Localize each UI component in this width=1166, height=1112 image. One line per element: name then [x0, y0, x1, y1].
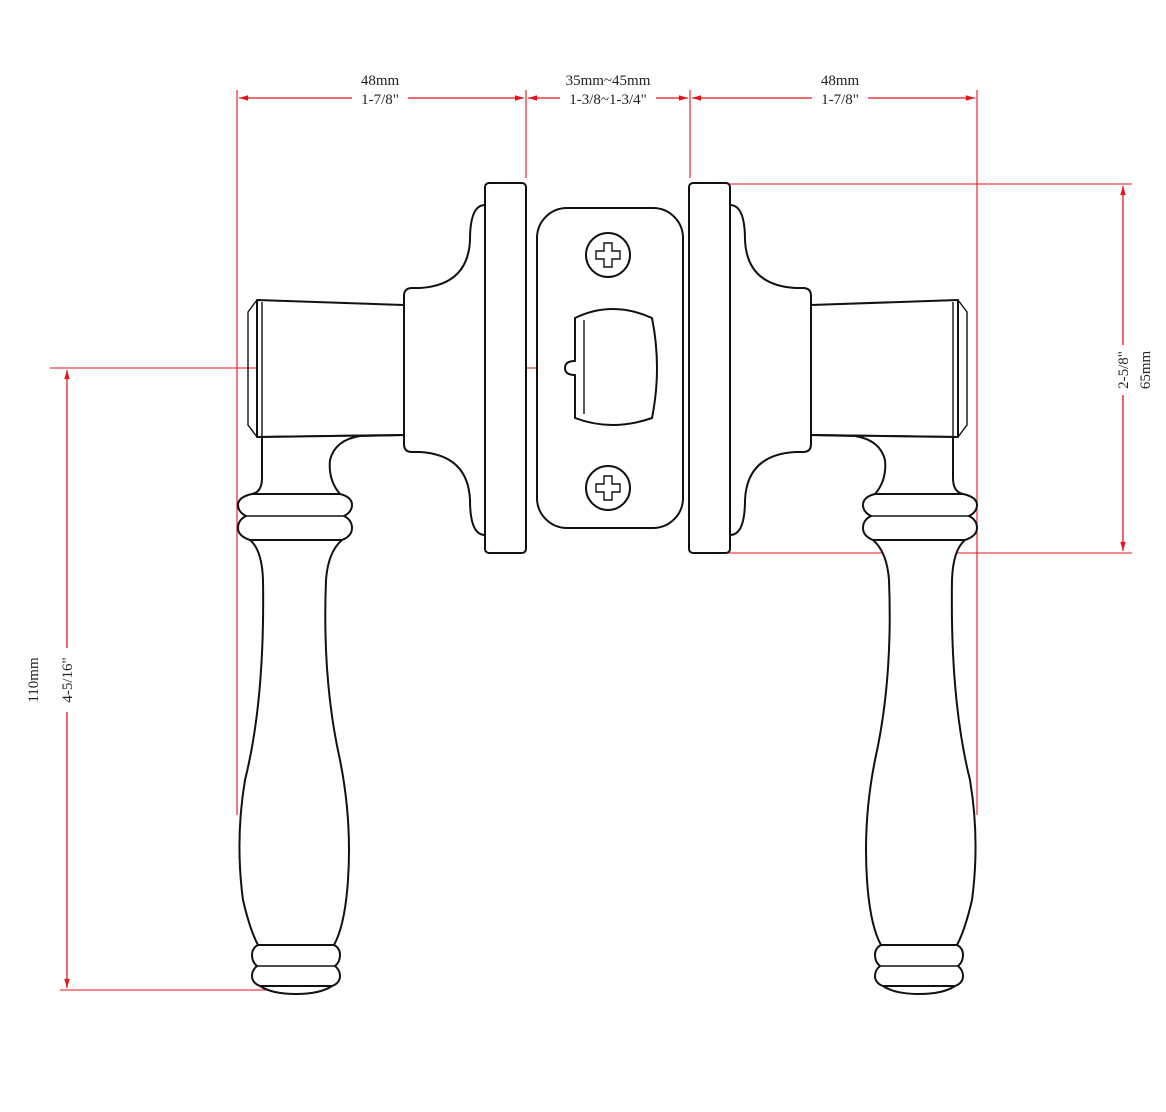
latch-faceplate [536, 207, 684, 529]
label-door-thickness-metric: 35mm~45mm [566, 73, 651, 89]
label-handle-length-imperial: 4-5/16" [60, 657, 76, 702]
label-left-width-imperial: 1-7/8" [361, 92, 399, 108]
screw-icon [585, 465, 631, 511]
screw-icon [585, 232, 631, 278]
left-lever-handle [237, 182, 527, 995]
label-door-thickness-imperial: 1-3/8~1-3/4" [569, 92, 647, 108]
label-left-width-metric: 48mm [361, 73, 400, 89]
label-rose-height-metric: 65mm [1138, 351, 1154, 390]
label-rose-height-imperial: 2-5/8" [1116, 351, 1132, 389]
label-right-width-metric: 48mm [821, 73, 860, 89]
right-lever-handle [688, 182, 978, 995]
label-handle-length-metric: 110mm [26, 657, 42, 703]
label-right-width-imperial: 1-7/8" [821, 92, 859, 108]
